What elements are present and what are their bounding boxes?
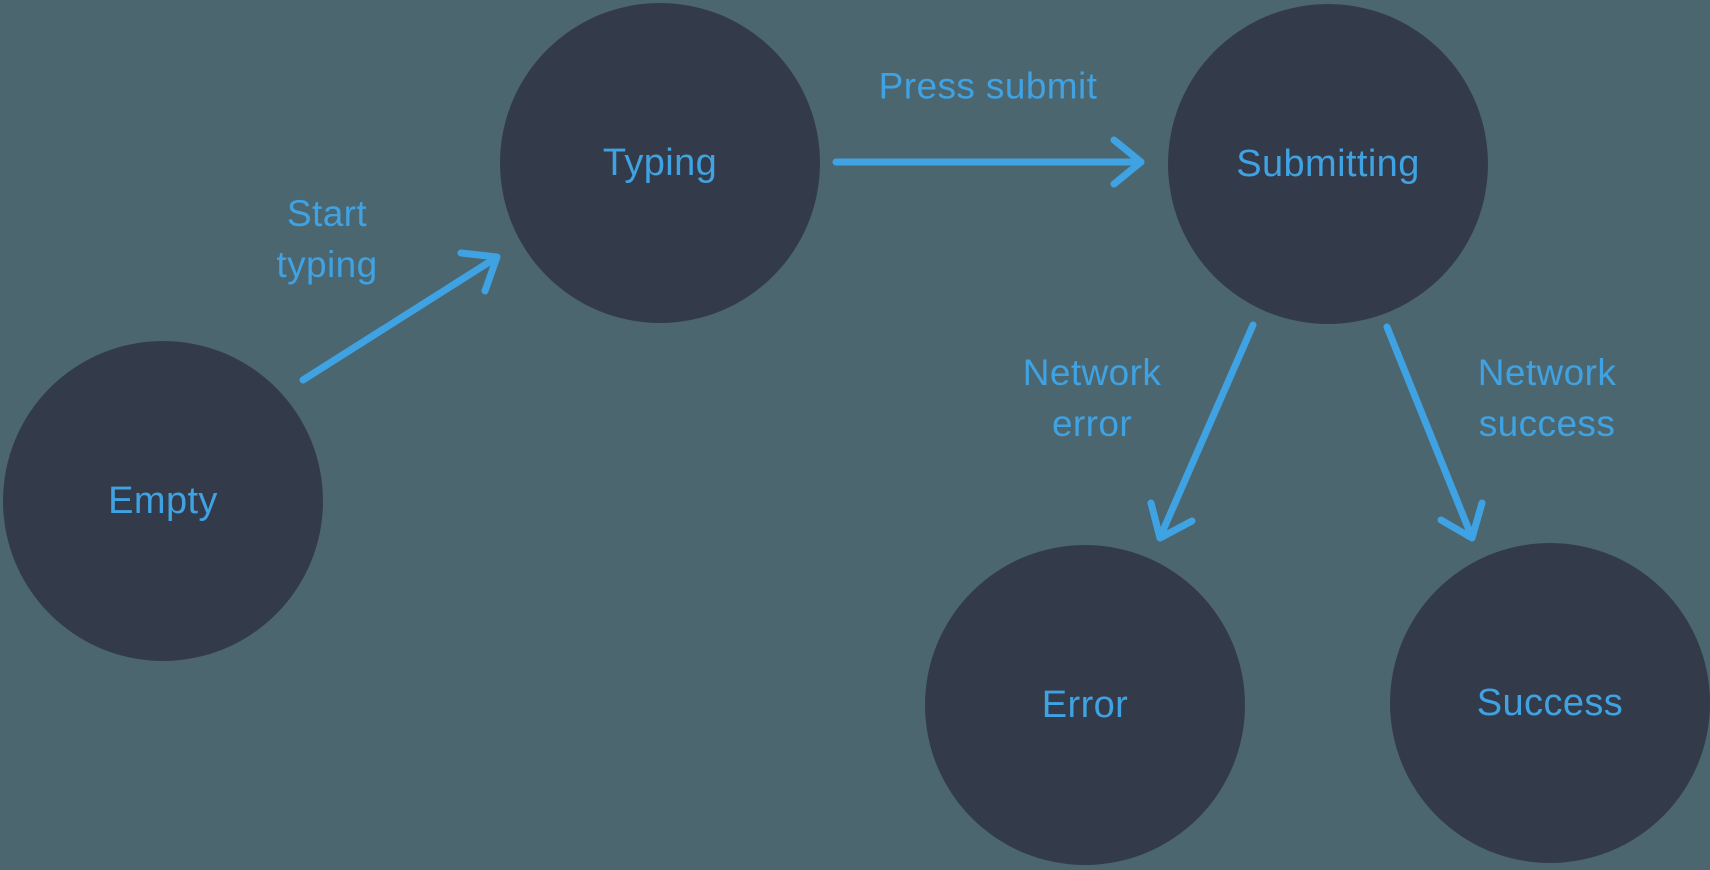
state-node-success: Success <box>1390 543 1710 863</box>
state-node-error: Error <box>925 545 1245 865</box>
edge-label-network-success: Network success <box>1477 351 1617 444</box>
state-node-label: Typing <box>602 141 718 184</box>
edge-arrow-network-success <box>1383 323 1486 542</box>
edge-label-network-error: Network error <box>1022 351 1162 444</box>
edge-arrow-network-error <box>1147 321 1257 542</box>
state-node-label: Success <box>1476 681 1624 724</box>
state-node-empty: Empty <box>3 341 323 661</box>
edge-label-press-submit: Press submit <box>878 65 1098 107</box>
state-node-label: Submitting <box>1236 142 1420 185</box>
edge-arrow-start-typing <box>299 249 501 384</box>
edge-label-start-typing: Start typing <box>276 192 378 285</box>
state-node-label: Error <box>1041 683 1129 726</box>
state-node-label: Empty <box>108 479 218 522</box>
state-node-typing: Typing <box>500 3 820 323</box>
state-node-submitting: Submitting <box>1168 4 1488 324</box>
edge-arrow-press-submit <box>832 136 1145 188</box>
